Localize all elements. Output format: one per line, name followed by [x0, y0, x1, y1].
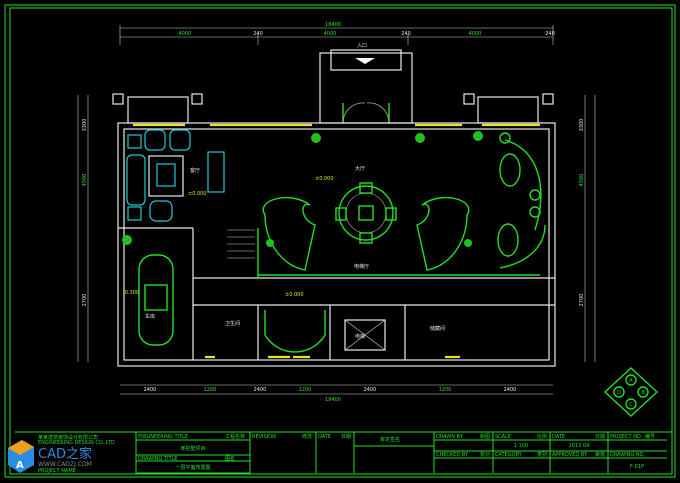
tb-label: 校对: [480, 451, 490, 458]
elevator-hall-label: 电梯厅: [354, 263, 369, 270]
dim-text: 4500: [82, 174, 88, 187]
elevator-label: 电梯: [355, 333, 365, 340]
project-name-label: PROJECT NAME: [38, 468, 76, 474]
dim-text: 2400: [144, 387, 157, 393]
dim-text: 240: [401, 31, 411, 37]
tb-label: 修改: [302, 433, 312, 440]
hall-label: 大厅: [355, 165, 365, 172]
entrance-label: 入口: [357, 43, 367, 49]
date-value: 2012.04: [569, 443, 590, 449]
interior-walls: [118, 227, 555, 360]
dim-text: 4000: [469, 31, 482, 37]
dim-text: 4000: [324, 31, 337, 37]
level-mark: -0.300: [123, 290, 139, 296]
tb-label: REVISION: [252, 434, 276, 440]
elevator-shaft: [344, 319, 386, 351]
inner-frame: [9, 7, 673, 475]
drawing-name: 一层平面布置图: [175, 464, 210, 471]
dim-top-total: 18400: [325, 22, 341, 28]
title-block: ENGINEERING TITLE 工程名称 某别墅项目 DRAWING TIT…: [135, 431, 667, 474]
curved-stair-right: [416, 196, 470, 271]
tb-label: DRAWN BY: [436, 434, 464, 440]
plant-icons: [122, 131, 483, 247]
index-mark: A: [629, 378, 633, 384]
scale-value: 1:100: [514, 443, 528, 449]
dim-text: 2700: [82, 294, 88, 307]
index-mark: B: [641, 390, 645, 396]
index-mark: C: [629, 402, 633, 408]
dim-text: 2400: [254, 387, 267, 393]
company-name: 某某建筑装饰设计有限公司: [38, 434, 98, 441]
dim-text: 3300: [82, 119, 88, 132]
dim-text: 240: [253, 31, 263, 37]
tb-label: 审核: [595, 451, 605, 458]
storage-label: 储藏间: [430, 325, 445, 332]
tb-label: APPROVED BY: [552, 452, 588, 458]
spiral-stair: [264, 310, 326, 353]
curved-sofa: [499, 139, 546, 269]
drawing-number: F-01P: [630, 464, 644, 470]
tb-label: PROJECT NO.: [610, 434, 643, 440]
dim-text: 1200: [204, 387, 217, 393]
tb-label: CHECKED BY: [436, 452, 469, 458]
svg-text:A: A: [16, 460, 24, 471]
approval-label: 审定签名: [380, 436, 400, 443]
tb-label: 工程名称: [225, 433, 245, 440]
tb-label: 类别: [537, 451, 547, 458]
level-mark: ±0.000: [315, 176, 334, 182]
dim-text: 2400: [364, 387, 377, 393]
bay-window: [477, 96, 539, 124]
bottom-dimension: 18400 2400 1200 2400 1200 2400 1200 2400: [120, 384, 553, 403]
dim-text: 1200: [299, 387, 312, 393]
entrance-porch: 入口: [319, 43, 413, 124]
bay-window: [127, 96, 189, 124]
garage-label: 车库: [145, 313, 155, 320]
tb-label: 编号: [645, 433, 655, 440]
project-name: 某别墅项目: [180, 445, 205, 452]
tb-label: DATE: [318, 434, 331, 440]
living-room-sofa-set: 客厅 ±0.000: [126, 129, 225, 222]
exterior-walls: [117, 122, 556, 367]
tb-label: DRAWING TITLE: [138, 456, 177, 462]
outer-frame: [4, 4, 676, 478]
side-dimensions: 3300 4500 2700 3300 4500 2700: [77, 95, 596, 362]
curved-stair-left: [262, 196, 316, 271]
dim-text: 2400: [504, 387, 517, 393]
living-room-label: 客厅: [190, 167, 200, 174]
dim-text: 240: [545, 31, 555, 37]
company-info: 某某建筑装饰设计有限公司 ENGINEERING DESIGN CO.,LTD …: [38, 434, 115, 474]
index-symbol: A B C D: [603, 367, 659, 417]
top-dimension: 18400 4000 240 4000 240 4000 240: [119, 22, 555, 45]
dim-text: 1200: [439, 387, 452, 393]
svg-text:WWW.CADZJ.COM: WWW.CADZJ.COM: [38, 461, 92, 468]
index-mark: D: [617, 390, 621, 396]
straight-stair: [227, 229, 255, 259]
tb-label: 比例: [537, 433, 547, 440]
tb-label: SCALE: [495, 434, 511, 440]
tb-label: 制图: [480, 433, 490, 440]
svg-text:CAD之家: CAD之家: [38, 446, 92, 462]
level-mark: ±0.000: [285, 292, 304, 298]
dim-text: 2700: [579, 294, 585, 307]
hall: 大厅 ±0.000 电梯厅: [315, 165, 397, 270]
company-name-en: ENGINEERING DESIGN CO.,LTD: [38, 440, 115, 446]
tb-label: 日期: [595, 434, 605, 440]
dim-text: 4500: [579, 174, 585, 187]
garage: 车库 -0.300: [123, 254, 174, 346]
bathroom-label: 卫生间: [225, 320, 240, 327]
tb-label: CATEGORY: [495, 452, 523, 458]
watermark-logo: A CAD之家 WWW.CADZJ.COM: [8, 440, 92, 473]
dim-text: 4000: [179, 31, 192, 37]
dim-bottom-total: 18400: [325, 397, 341, 403]
tb-label: ENGINEERING TITLE: [138, 434, 188, 440]
tb-label: DATE: [552, 434, 565, 440]
tb-label: 图名: [225, 455, 235, 462]
tb-label: 日期: [341, 434, 351, 440]
dim-text: 3300: [579, 119, 585, 132]
tb-label: DRAWING NO.: [610, 452, 645, 458]
level-mark: ±0.000: [188, 191, 207, 197]
